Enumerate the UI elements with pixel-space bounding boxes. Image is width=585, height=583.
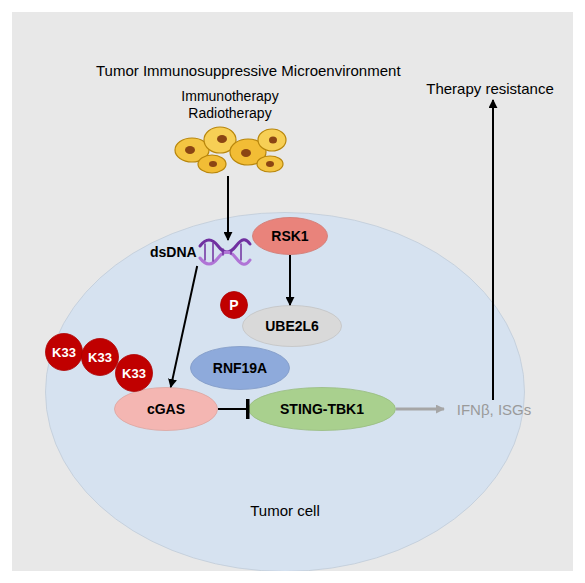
- cell-body: [258, 129, 286, 151]
- ellipse-shape: [82, 339, 119, 376]
- cell-body: [230, 139, 266, 165]
- ubiquitin-mark: K33: [115, 354, 153, 392]
- inhibition-connector: [218, 408, 248, 410]
- ellipse-shape: [221, 292, 248, 319]
- dna-strand: [200, 252, 250, 264]
- node-text: K33: [45, 333, 83, 371]
- tumor-cell: Tumor celldsDNARSK1PUBE2L6K33K33K33RNF19…: [45, 212, 525, 571]
- node-text: Immunotherapy Radiotherapy: [175, 88, 285, 122]
- node-text: P: [220, 291, 248, 319]
- cell-nucleus: [185, 146, 195, 154]
- node-text: K33: [115, 354, 153, 392]
- ellipse-shape: [46, 213, 525, 572]
- protein-ellipse: RNF19A: [190, 346, 290, 390]
- node-text: Tumor Immunosuppressive Microenvironment: [96, 62, 456, 79]
- ellipse-shape: [253, 218, 328, 255]
- cell-body: [198, 155, 226, 173]
- cell-nucleus: [209, 161, 217, 167]
- node-text: RNF19A: [190, 346, 290, 390]
- node-text: Therapy resistance: [420, 80, 560, 97]
- ellipse-shape: [243, 306, 342, 347]
- ellipse-shape: [191, 347, 290, 390]
- node-text: STING-TBK1: [248, 387, 396, 431]
- node-text: RSK1: [252, 217, 328, 255]
- protein-ellipse: RSK1: [252, 217, 328, 255]
- dna-rungs: [205, 243, 241, 261]
- arrow-connector: [396, 408, 444, 411]
- ubiquitin-mark: K33: [81, 338, 119, 376]
- arrow-connector: [492, 100, 494, 400]
- dsdna-label: dsDNA: [150, 240, 250, 266]
- phospho-mark: P: [220, 291, 248, 319]
- microenvironment-band: Tumor Immunosuppressive Microenvironment…: [12, 12, 573, 571]
- arrow-connector: [289, 255, 291, 305]
- cell-nucleus: [266, 161, 274, 167]
- node-text: IFNβ, ISGs: [444, 401, 544, 418]
- arrow-connector: [171, 266, 197, 387]
- protein-ellipse: UBE2L6: [242, 305, 342, 347]
- arrow-connector: [227, 176, 229, 240]
- node-text: UBE2L6: [242, 305, 342, 347]
- cell-body: [257, 156, 283, 172]
- therapy-illustration: Immunotherapy Radiotherapy: [170, 88, 290, 176]
- outcome-label: Therapy resistance: [420, 78, 560, 100]
- ellipse-shape: [46, 334, 83, 371]
- protein-ellipse: STING-TBK1: [248, 387, 396, 431]
- cell-nucleus: [217, 135, 227, 143]
- protein-ellipse: cGAS: [114, 387, 218, 431]
- ellipse-shape: [249, 388, 396, 431]
- node-text: Tumor cell: [45, 502, 525, 519]
- ellipse-shape: [116, 355, 153, 392]
- output-label: IFNβ, ISGs: [444, 400, 544, 420]
- therapy-cells-illustration: [175, 127, 286, 173]
- cell-nucleus: [241, 149, 251, 157]
- node-text: K33: [81, 338, 119, 376]
- cell-body: [175, 138, 209, 162]
- ellipse-shape: [115, 388, 218, 431]
- dna-strand: [200, 240, 250, 252]
- cell-body: [204, 127, 236, 153]
- cell-nucleus: [269, 137, 277, 144]
- ubiquitin-mark: K33: [45, 333, 83, 371]
- node-text: cGAS: [114, 387, 218, 431]
- node-text: dsDNA: [150, 244, 198, 261]
- dsdna-helix: [200, 240, 250, 265]
